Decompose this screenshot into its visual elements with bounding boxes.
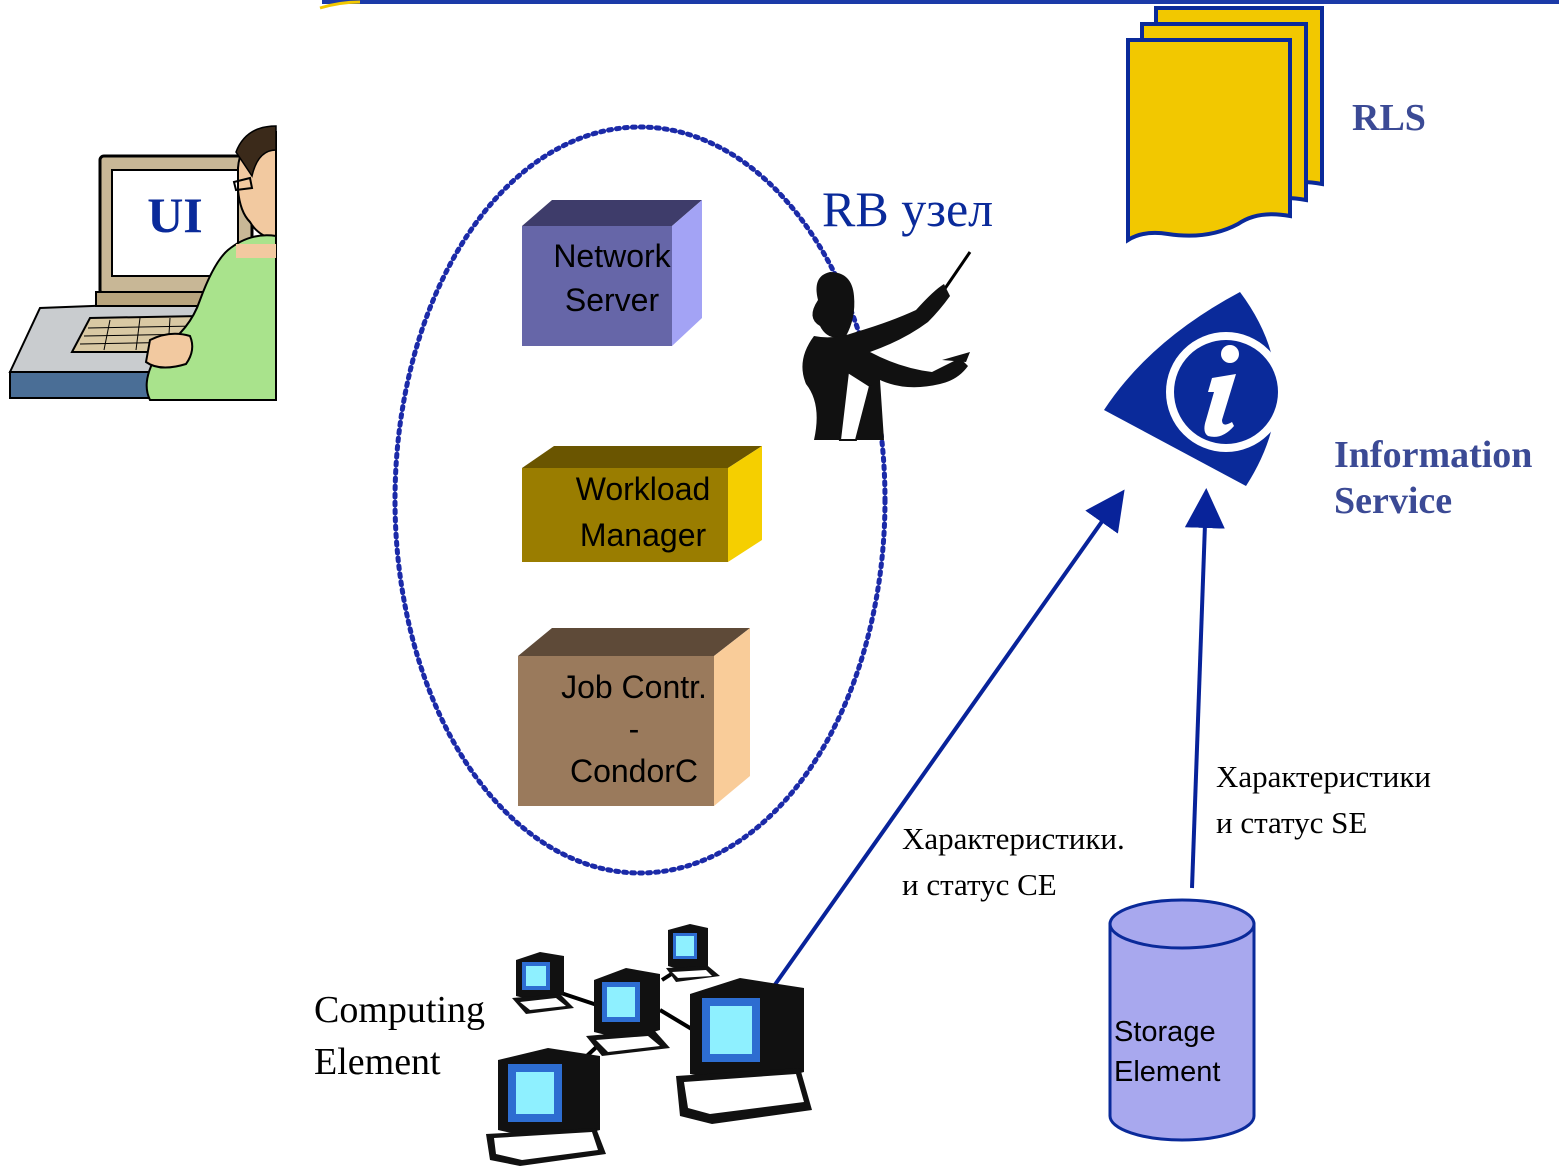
workload-manager-label: Workload Manager: [540, 466, 746, 558]
se-status-label: Характеристики и статус SE: [1216, 754, 1431, 846]
storage-element-line2: Element: [1114, 1056, 1221, 1088]
job-controller-label: Job Contr. - CondorC: [534, 666, 734, 792]
database-cylinder-icon: [1108, 898, 1256, 1142]
ui-label: UI: [147, 187, 203, 243]
information-service-line2: Service: [1334, 480, 1453, 522]
network-server-line1: Network: [553, 238, 671, 274]
job-controller-box: [518, 628, 750, 806]
se-status-line2: и статус SE: [1216, 805, 1368, 840]
storage-element-line1: Storage: [1114, 1016, 1216, 1048]
computing-element-line2: Element: [314, 1041, 441, 1083]
ce-status-arrow: [772, 489, 1125, 988]
se-status-line1: Характеристики: [1216, 759, 1432, 794]
workload-manager-line2: Manager: [579, 517, 707, 553]
header-accent: [319, 0, 361, 10]
information-service-line1: Information: [1334, 434, 1533, 476]
computing-element-label: Computing Element: [314, 984, 485, 1088]
workload-manager-line1: Workload: [575, 471, 711, 507]
job-controller-line3: CondorC: [569, 753, 699, 789]
ce-status-line2: и статус CE: [902, 867, 1057, 902]
information-service-label: Information Service: [1334, 432, 1532, 524]
rb-node-label: RB узел: [822, 181, 994, 237]
network-computers-icon: [486, 924, 812, 1166]
user-at-computer-icon: [8, 125, 277, 401]
ce-status-label: Характеристики. и статус CE: [902, 816, 1125, 908]
document-stack-icon: [1126, 6, 1324, 244]
conductor-icon: [802, 251, 972, 441]
network-server-label: Network Server: [522, 234, 702, 322]
job-controller-line1: Job Contr.: [561, 669, 707, 705]
rls-label: RLS: [1352, 97, 1426, 139]
info-eye-icon: [1104, 292, 1286, 486]
rb-node-boundary: [392, 124, 888, 876]
workload-manager-box: [522, 446, 762, 562]
se-status-arrow: [1184, 488, 1225, 889]
network-server-box: [522, 200, 702, 346]
ce-status-line1: Характеристики.: [902, 821, 1125, 856]
storage-element-label: Storage Element: [1114, 1012, 1220, 1092]
job-controller-line2: -: [628, 711, 640, 747]
network-server-line2: Server: [564, 282, 660, 318]
computing-element-line1: Computing: [314, 989, 486, 1031]
